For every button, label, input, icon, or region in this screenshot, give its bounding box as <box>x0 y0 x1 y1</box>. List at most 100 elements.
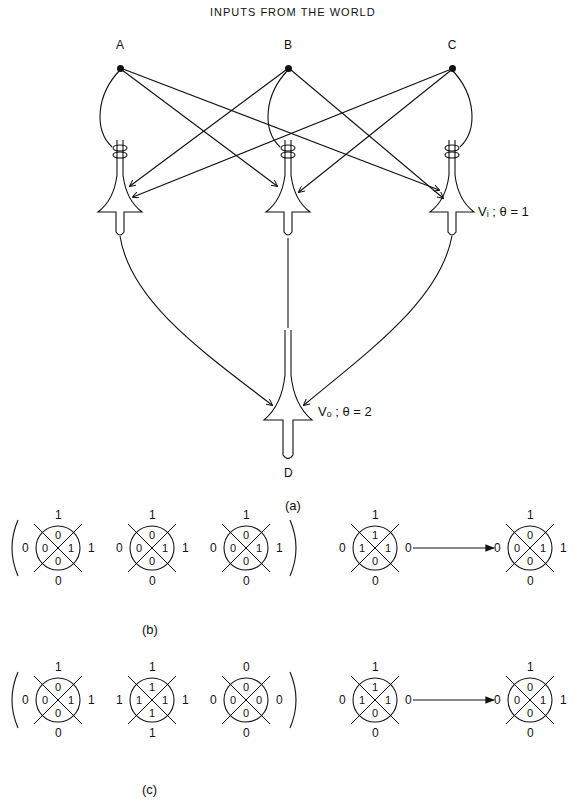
inner-value: 0 <box>243 530 249 541</box>
outer-value: 1 <box>560 542 567 554</box>
output-neuron <box>264 330 312 459</box>
outer-value: 1 <box>182 542 189 554</box>
outer-value: 0 <box>372 727 379 739</box>
outer-value: 1 <box>116 694 123 706</box>
input-label: C <box>440 38 464 52</box>
inner-value: 1 <box>372 530 378 541</box>
synapse-ring <box>445 152 459 158</box>
outer-value: 1 <box>560 694 567 706</box>
inner-value: 0 <box>55 682 61 693</box>
outer-value: 0 <box>22 694 29 706</box>
outer-value: 0 <box>210 542 217 554</box>
panel-label: (c) <box>142 782 157 797</box>
neuron <box>98 140 142 235</box>
outer-value: 1 <box>372 661 379 673</box>
outer-value: 1 <box>88 542 95 554</box>
inner-value: 1 <box>256 543 262 554</box>
outer-value: 0 <box>494 542 501 554</box>
synapse-ring <box>113 145 127 151</box>
synapse-ring <box>281 145 295 151</box>
outer-value: 1 <box>527 509 534 521</box>
state-circle: 10111000 <box>335 508 415 588</box>
inner-value: 1 <box>68 695 74 706</box>
inner-value: 1 <box>359 543 365 554</box>
input-label: B <box>276 38 300 52</box>
input-fiber <box>299 71 450 192</box>
axon <box>304 236 452 405</box>
inner-value: 0 <box>230 695 236 706</box>
neuron-label: Vᵢ ; θ = 1 <box>478 204 529 219</box>
inner-value: 1 <box>372 682 378 693</box>
outer-value: 0 <box>22 542 29 554</box>
state-circle: 10001010 <box>490 660 570 740</box>
outer-value: 0 <box>339 542 346 554</box>
outer-value: 0 <box>372 575 379 587</box>
inner-value: 0 <box>243 682 249 693</box>
panel-label: (b) <box>142 622 158 637</box>
input-terminal: B <box>276 40 300 72</box>
state-circle: 10001010 <box>18 508 98 588</box>
state-circle: 11111111 <box>112 660 192 740</box>
inner-value: 0 <box>42 695 48 706</box>
inner-value: 1 <box>385 695 391 706</box>
inner-value: 0 <box>527 708 533 719</box>
state-circle: 10111000 <box>335 660 415 740</box>
neuron <box>430 140 474 235</box>
bracket <box>290 520 296 576</box>
inner-value: 1 <box>162 543 168 554</box>
output-label: D <box>284 466 293 480</box>
neuron-label: Vₒ ; θ = 2 <box>318 404 372 419</box>
inner-value: 1 <box>540 695 546 706</box>
outer-value: 1 <box>149 661 156 673</box>
outer-value: 1 <box>149 727 156 739</box>
input-fiber <box>291 70 443 198</box>
inner-value: 0 <box>55 708 61 719</box>
outer-value: 0 <box>527 727 534 739</box>
input-dot <box>117 65 124 72</box>
outer-value: 0 <box>210 694 217 706</box>
inner-value: 0 <box>372 708 378 719</box>
input-dot <box>285 65 292 72</box>
input-fiber <box>122 70 277 186</box>
outer-value: 0 <box>55 575 62 587</box>
inner-value: 0 <box>527 556 533 567</box>
synapse-ring <box>445 145 459 151</box>
outer-value: 0 <box>149 575 156 587</box>
outer-value: 0 <box>405 694 412 706</box>
input-label: A <box>108 38 132 52</box>
inner-value: 0 <box>243 708 249 719</box>
outer-value: 0 <box>405 542 412 554</box>
inner-value: 0 <box>372 556 378 567</box>
inner-value: 0 <box>256 695 262 706</box>
input-fiber <box>130 70 286 186</box>
inner-value: 1 <box>136 695 142 706</box>
inner-value: 0 <box>55 556 61 567</box>
input-fiber <box>133 70 449 197</box>
axon <box>120 236 272 405</box>
outer-value: 1 <box>276 542 283 554</box>
inner-value: 0 <box>243 556 249 567</box>
input-fiber <box>452 70 472 147</box>
axon <box>287 238 288 328</box>
inner-value: 1 <box>68 543 74 554</box>
inner-value: 0 <box>42 543 48 554</box>
title: INPUTS FROM THE WORLD <box>210 6 376 18</box>
outer-value: 1 <box>527 661 534 673</box>
outer-value: 0 <box>339 694 346 706</box>
state-circle: 10001010 <box>490 508 570 588</box>
inner-value: 1 <box>162 695 168 706</box>
bracket <box>290 672 296 728</box>
input-terminal: A <box>108 40 132 72</box>
outer-value: 1 <box>372 509 379 521</box>
inner-value: 1 <box>385 543 391 554</box>
state-circle: 00000000 <box>206 660 286 740</box>
inner-value: 0 <box>136 543 142 554</box>
inner-value: 1 <box>149 708 155 719</box>
bracket <box>12 520 18 576</box>
input-terminal: C <box>440 40 464 72</box>
outer-value: 1 <box>243 509 250 521</box>
outer-value: 0 <box>276 694 283 706</box>
